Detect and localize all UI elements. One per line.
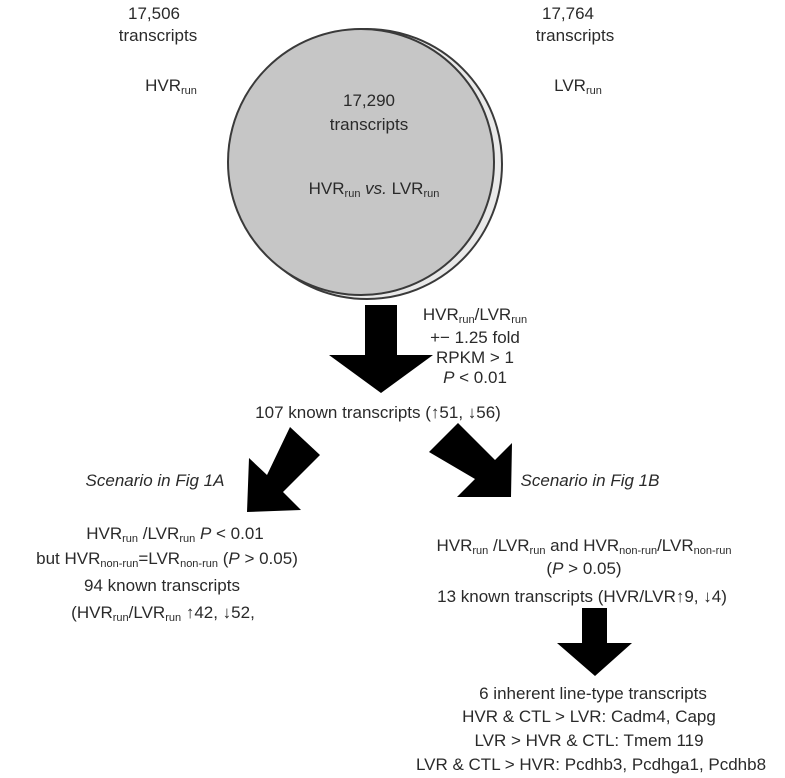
right-unit: transcripts [535, 26, 615, 45]
down-right-arrow [429, 423, 512, 497]
filter-ratio: HVRrun/LVRrun [422, 305, 528, 326]
inherent-title: 6 inherent line-type transcripts [479, 684, 707, 703]
venn-diagram [227, 28, 503, 300]
scenario-b-line2: (P > 0.05) [546, 559, 622, 578]
scenario-b-line3: 13 known transcripts (HVR/LVR↑9, ↓4) [437, 587, 727, 606]
scenario-a-line2: but HVRnon-run=LVRnon-run (P > 0.05) [36, 549, 298, 570]
left-set-label: HVRrun [145, 76, 197, 97]
venn-circle-hvr [227, 28, 495, 296]
scenario-b-title: Scenario in Fig 1B [520, 471, 660, 490]
left-unit: transcripts [118, 26, 198, 45]
scenario-a-line1: HVRrun /LVRrun P < 0.01 [86, 524, 264, 545]
left-count: 17,506 [128, 4, 180, 23]
scenario-a-line3: 94 known transcripts [84, 576, 240, 595]
overlap-count: 17,290 [343, 91, 395, 110]
scenario-a-line4: (HVRrun/LVRrun ↑42, ↓52, [71, 603, 255, 624]
overlap-unit: transcripts [329, 115, 409, 134]
inherent-line3: LVR & CTL > HVR: Pcdhb3, Pcdhga1, Pcdhb8 [415, 755, 767, 774]
inherent-line2: LVR > HVR & CTL: Tmem 119 [474, 731, 704, 750]
filter-pvalue: P < 0.01 [443, 368, 507, 387]
down-left-arrow [247, 427, 320, 512]
known-transcripts: 107 known transcripts (↑51, ↓56) [255, 403, 501, 422]
right-count: 17,764 [542, 4, 594, 23]
scenario-b-line1: HVRrun /LVRrun and HVRnon-run/LVRnon-run [436, 536, 732, 557]
down-arrow-main [329, 305, 433, 393]
scenario-a-title: Scenario in Fig 1A [85, 471, 225, 490]
inherent-line1: HVR & CTL > LVR: Cadm4, Capg [462, 707, 716, 726]
filter-rpkm: RPKM > 1 [436, 348, 514, 367]
filter-fold: +− 1.25 fold [430, 328, 520, 347]
right-set-label: LVRrun [554, 76, 602, 97]
overlap-comparison-label: HVRrun vs. LVRrun [308, 179, 440, 200]
down-arrow-inherent [557, 608, 632, 676]
